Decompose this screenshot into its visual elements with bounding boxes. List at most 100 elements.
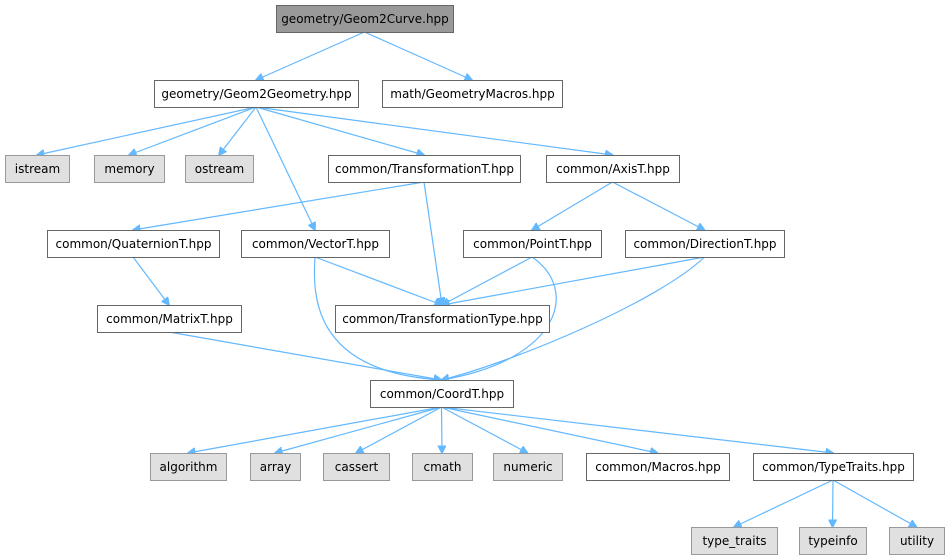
edge-typetraits-to-type_traits (734, 479, 834, 527)
node-label-ostream: ostream (195, 162, 244, 176)
node-directiont[interactable]: common/DirectionT.hpp (625, 230, 785, 258)
node-label-array: array (260, 460, 291, 474)
node-box-typeinfo (799, 527, 867, 555)
node-geom2geometry[interactable]: geometry/Geom2Geometry.hpp (154, 80, 359, 108)
node-label-algorithm: algorithm (160, 460, 218, 474)
node-label-matrixt: common/MatrixT.hpp (106, 312, 233, 326)
edge-geom2geometry-to-memory (129, 106, 257, 155)
node-box-coordt (370, 380, 514, 408)
node-box-quaterniont (47, 230, 220, 258)
node-quaterniont[interactable]: common/QuaternionT.hpp (47, 230, 220, 258)
node-label-transformationt: common/TransformationT.hpp (335, 162, 514, 176)
edge-directiont-to-coordt (442, 256, 705, 380)
node-box-numeric (493, 453, 563, 481)
node-box-pointt (463, 230, 602, 258)
node-pointt[interactable]: common/PointT.hpp (463, 230, 602, 258)
node-type_traits: type_traits (691, 527, 778, 555)
node-label-utility: utility (900, 534, 934, 548)
node-box-ostream (185, 155, 254, 183)
node-label-pointt: common/PointT.hpp (473, 237, 592, 251)
node-label-type_traits: type_traits (702, 534, 766, 548)
edge-geom2geometry-to-axist (255, 106, 613, 155)
node-axist[interactable]: common/AxisT.hpp (546, 155, 680, 183)
node-label-cmath: cmath (424, 460, 462, 474)
edge-coordt-to-array (275, 406, 442, 453)
node-box-geom2curve (276, 5, 454, 33)
node-transformationtype[interactable]: common/TransformationType.hpp (335, 305, 550, 333)
node-label-numeric: numeric (503, 460, 552, 474)
edge-geom2curve-to-geometrymacros (364, 31, 473, 80)
node-box-transformationtype (335, 305, 550, 333)
node-transformationt[interactable]: common/TransformationT.hpp (328, 155, 521, 183)
node-cassert: cassert (323, 453, 390, 481)
node-coordt[interactable]: common/CoordT.hpp (370, 380, 514, 408)
node-label-geom2curve: geometry/Geom2Curve.hpp (281, 12, 449, 26)
edge-geom2geometry-to-istream (37, 106, 257, 155)
node-label-typeinfo: typeinfo (808, 534, 857, 548)
node-label-vectort: common/VectorT.hpp (252, 237, 379, 251)
node-ostream: ostream (185, 155, 254, 183)
node-label-coordt: common/CoordT.hpp (380, 387, 504, 401)
node-algorithm: algorithm (150, 453, 227, 481)
node-box-array (250, 453, 301, 481)
edge-coordt-to-cmath (442, 406, 443, 453)
edge-vectort-to-coordt (313, 256, 441, 380)
node-array: array (250, 453, 301, 481)
node-box-geometrymacros (382, 80, 563, 108)
edge-transformationt-to-transformationtype (423, 181, 442, 305)
node-box-axist (546, 155, 680, 183)
node-matrixt[interactable]: common/MatrixT.hpp (97, 305, 242, 333)
node-box-type_traits (691, 527, 778, 555)
node-label-directiont: common/DirectionT.hpp (633, 237, 776, 251)
node-box-vectort (241, 230, 390, 258)
edge-typetraits-to-utility (832, 479, 917, 527)
node-label-transformationtype: common/TransformationType.hpp (342, 312, 543, 326)
node-label-istream: istream (15, 162, 60, 176)
edge-directiont-to-transformationtype (442, 256, 705, 305)
node-typetraits[interactable]: common/TypeTraits.hpp (753, 453, 914, 481)
edge-geom2geometry-to-vectort (255, 106, 315, 230)
node-box-directiont (625, 230, 785, 258)
node-box-memory (94, 155, 165, 183)
edge-geom2geometry-to-ostream (219, 106, 257, 155)
node-geometrymacros[interactable]: math/GeometryMacros.hpp (382, 80, 563, 108)
nodes-layer: geometry/Geom2Curve.hpp geometry/Geom2Geo… (5, 5, 945, 555)
node-memory: memory (94, 155, 165, 183)
node-box-typetraits (753, 453, 914, 481)
node-cmath: cmath (412, 453, 473, 481)
edge-geom2curve-to-geom2geometry (256, 31, 365, 80)
node-box-geom2geometry (154, 80, 359, 108)
node-numeric: numeric (493, 453, 563, 481)
node-box-cassert (323, 453, 390, 481)
node-label-typetraits: common/TypeTraits.hpp (762, 460, 905, 474)
node-macros[interactable]: common/Macros.hpp (586, 453, 730, 481)
node-label-macros: common/Macros.hpp (595, 460, 721, 474)
node-geom2curve[interactable]: geometry/Geom2Curve.hpp (276, 5, 454, 33)
node-box-utility (889, 527, 945, 555)
node-label-memory: memory (104, 162, 154, 176)
edge-coordt-to-algorithm (188, 406, 442, 453)
node-box-algorithm (150, 453, 227, 481)
node-box-cmath (412, 453, 473, 481)
edge-typetraits-to-typeinfo (833, 479, 834, 527)
node-box-istream (5, 155, 70, 183)
node-label-geometrymacros: math/GeometryMacros.hpp (390, 87, 554, 101)
node-label-geom2geometry: geometry/Geom2Geometry.hpp (161, 87, 351, 101)
node-typeinfo: typeinfo (799, 527, 867, 555)
edge-transformationt-to-quaterniont (133, 181, 425, 230)
edge-matrixt-to-coordt (168, 331, 442, 380)
edge-axist-to-directiont (612, 181, 705, 230)
node-box-matrixt (97, 305, 242, 333)
node-utility: utility (889, 527, 945, 555)
node-label-axist: common/AxisT.hpp (556, 162, 670, 176)
edge-pointt-to-transformationtype (442, 256, 533, 305)
edge-coordt-to-macros (441, 406, 658, 453)
node-vectort[interactable]: common/VectorT.hpp (241, 230, 390, 258)
edge-coordt-to-numeric (441, 406, 528, 453)
node-box-transformationt (328, 155, 521, 183)
node-label-quaterniont: common/QuaternionT.hpp (56, 237, 212, 251)
edge-quaterniont-to-matrixt (132, 256, 169, 305)
edges-layer (37, 31, 917, 527)
